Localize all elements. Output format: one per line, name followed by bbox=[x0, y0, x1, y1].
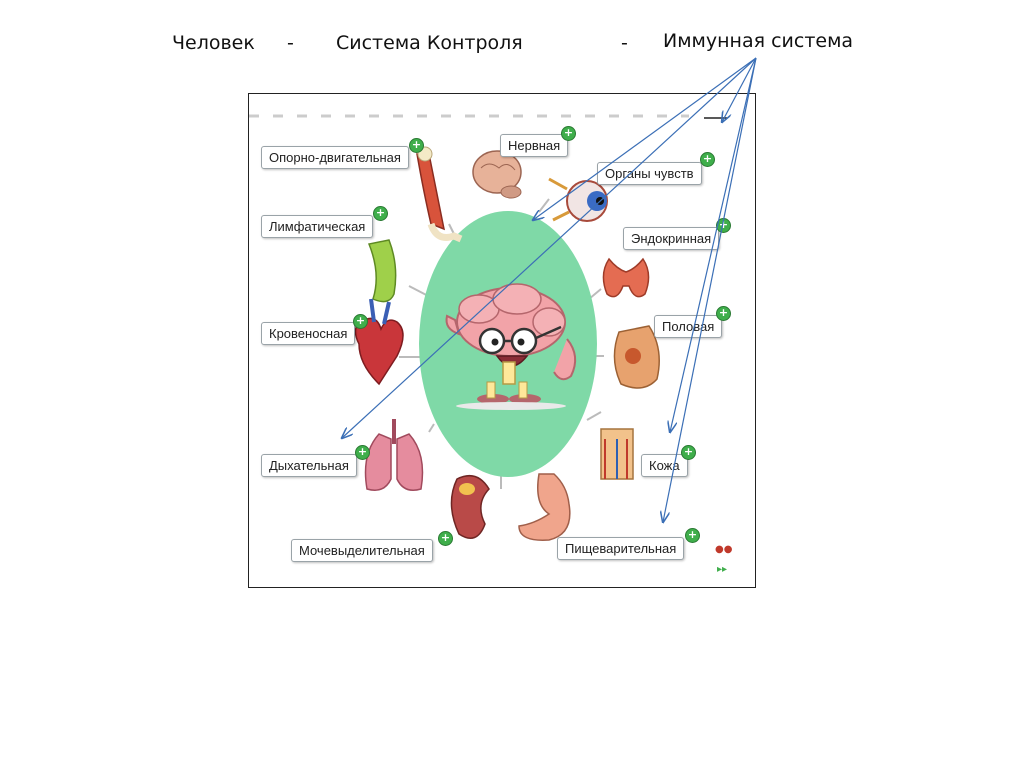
plus-icon[interactable]: + bbox=[409, 138, 424, 153]
plus-icon[interactable]: + bbox=[716, 218, 731, 233]
plus-icon[interactable]: + bbox=[438, 531, 453, 546]
nav-forward-icon[interactable]: ▸▸ bbox=[717, 564, 728, 575]
plus-icon[interactable]: + bbox=[681, 445, 696, 460]
plus-icon[interactable]: + bbox=[685, 528, 700, 543]
thyroid-icon bbox=[602, 257, 650, 298]
label-circulatory: Кровеносная bbox=[261, 322, 356, 345]
label-urinary: Мочевыделительная bbox=[291, 539, 433, 562]
systems-diagram-frame: Опорно-двигательная Нервная Органы чувст… bbox=[248, 93, 756, 588]
label-senses: Органы чувств bbox=[597, 162, 702, 185]
label-reproductive: Половая bbox=[654, 315, 723, 338]
header-dash-2: - bbox=[621, 32, 628, 54]
plus-icon[interactable]: + bbox=[700, 152, 715, 167]
plus-icon[interactable]: + bbox=[561, 126, 576, 141]
plus-icon[interactable]: + bbox=[716, 306, 731, 321]
header-person: Человек bbox=[172, 32, 255, 54]
lymph-vessel-icon bbox=[367, 239, 397, 303]
label-lymphatic: Лимфатическая bbox=[261, 215, 374, 238]
label-nervous: Нервная bbox=[500, 134, 569, 157]
bone-arm-icon bbox=[416, 146, 463, 243]
lungs-icon bbox=[364, 419, 424, 491]
plus-icon[interactable]: + bbox=[355, 445, 370, 460]
label-respiratory: Дыхательная bbox=[261, 454, 357, 477]
plus-icon[interactable]: + bbox=[373, 206, 388, 221]
header-immune-system: Иммунная система bbox=[663, 30, 854, 52]
plus-icon[interactable]: + bbox=[353, 314, 368, 329]
eye-icon bbox=[548, 177, 608, 222]
label-endocrine: Эндокринная bbox=[623, 227, 720, 250]
kidney-icon bbox=[450, 474, 490, 539]
header-dash-1: - bbox=[287, 32, 294, 54]
heart-icon bbox=[354, 298, 404, 386]
reproductive-organ-icon bbox=[613, 325, 660, 389]
label-skin: Кожа bbox=[641, 454, 688, 477]
header-control-system: Система Контроля bbox=[336, 32, 523, 54]
brain-organ-icon bbox=[472, 150, 522, 199]
stomach-icon bbox=[518, 473, 571, 541]
label-digestive: Пищеварительная bbox=[557, 537, 685, 560]
label-musculoskeletal: Опорно-двигательная bbox=[261, 146, 409, 169]
nav-dots-icon[interactable]: ●● bbox=[715, 544, 733, 555]
skin-layers-icon bbox=[600, 428, 634, 480]
